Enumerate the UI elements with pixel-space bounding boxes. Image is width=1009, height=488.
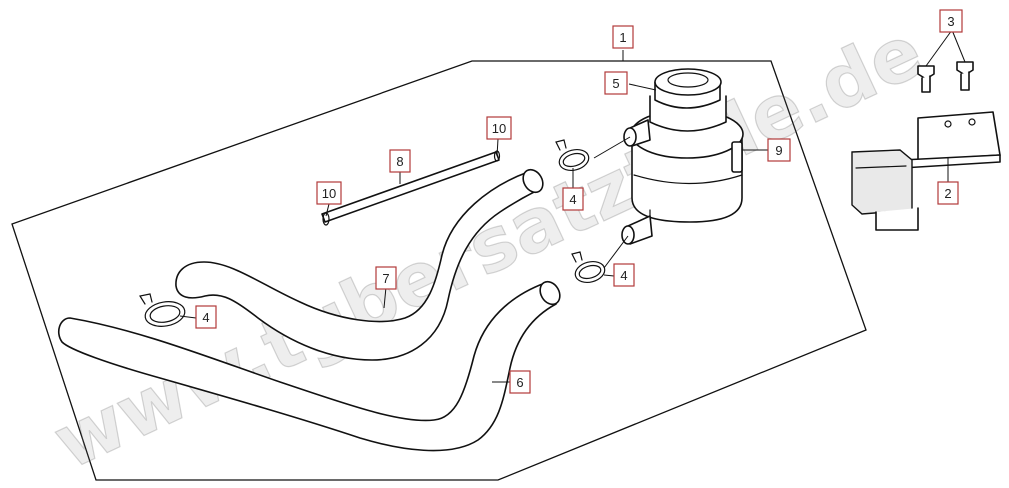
svg-text:10: 10	[322, 186, 336, 201]
svg-text:10: 10	[492, 121, 506, 136]
callout-10-upper: 10	[486, 116, 512, 140]
hose-clamp-middle	[571, 251, 606, 284]
mounting-bracket	[851, 111, 1001, 231]
callout-4-lower: 4	[195, 305, 217, 329]
hose-clamp-upper	[555, 139, 590, 172]
breather-cap	[654, 68, 722, 109]
svg-text:5: 5	[612, 76, 619, 91]
callout-5: 5	[604, 71, 628, 95]
callout-10-lower: 10	[316, 181, 342, 205]
bolt-left	[917, 65, 935, 93]
callout-2: 2	[937, 181, 959, 205]
callout-7: 7	[375, 266, 397, 290]
callout-4-upper: 4	[562, 187, 584, 211]
callout-1: 1	[612, 25, 634, 49]
assembly-frame	[11, 60, 867, 481]
callout-8: 8	[389, 149, 411, 173]
callout-9: 9	[767, 138, 791, 162]
svg-text:2: 2	[944, 186, 951, 201]
hose-clamp-lower	[139, 293, 186, 327]
callout-3: 3	[939, 9, 963, 33]
hose-lower	[58, 282, 557, 452]
svg-text:4: 4	[202, 310, 209, 325]
svg-text:8: 8	[396, 154, 403, 169]
svg-text:4: 4	[569, 192, 576, 207]
svg-text:3: 3	[947, 14, 954, 29]
hose-upper	[175, 171, 539, 361]
svg-text:6: 6	[516, 375, 523, 390]
callout-6: 6	[509, 370, 531, 394]
callout-4-middle: 4	[613, 263, 635, 287]
svg-text:1: 1	[619, 30, 626, 45]
svg-text:4: 4	[620, 268, 627, 283]
svg-text:7: 7	[382, 271, 389, 286]
breather-tank	[621, 68, 744, 245]
svg-text:9: 9	[775, 143, 782, 158]
leader-lines	[179, 29, 966, 383]
bolt-right	[956, 61, 974, 91]
breather-pipe	[321, 150, 501, 226]
